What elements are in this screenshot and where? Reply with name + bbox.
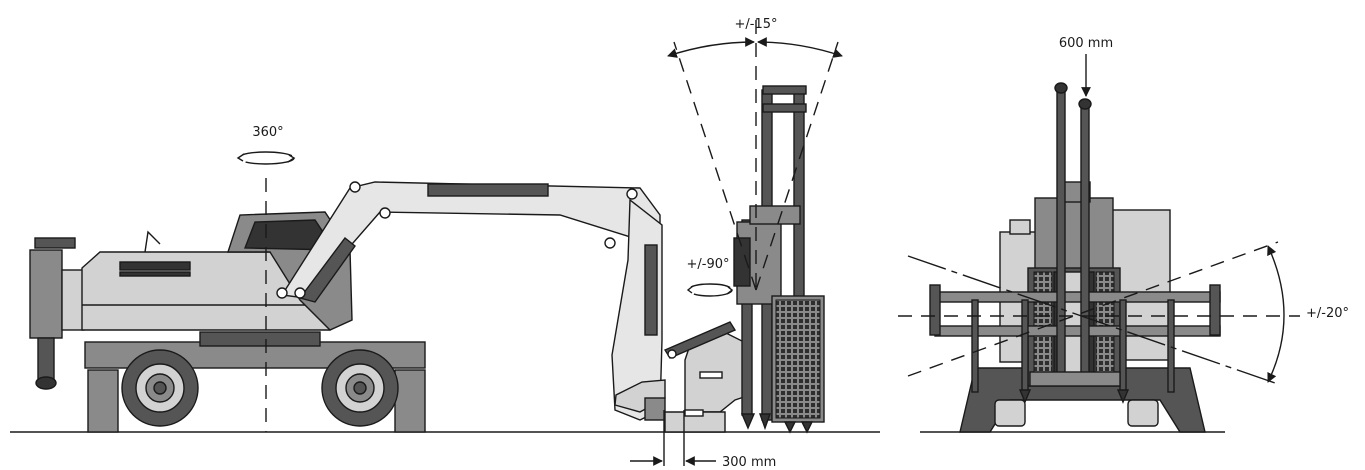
tilt-axis-right — [755, 41, 839, 291]
roll-angle-label: +/-20° — [1306, 306, 1349, 321]
rear-wheel — [121, 349, 199, 427]
roll-arc — [1267, 245, 1285, 383]
tilt-arc-left — [667, 37, 755, 58]
undercarriage — [84, 331, 426, 433]
mast-offset-label: 300 mm — [722, 455, 776, 470]
side-view: 360° +/-90° +/-15° 300 mm — [10, 17, 880, 470]
tilt-arc-right — [757, 37, 843, 58]
gripper-grid — [771, 295, 825, 434]
mast-spacing-label: 600 mm — [1059, 36, 1113, 51]
roll-axis-down — [907, 255, 1279, 385]
tilt-axis-left — [673, 41, 757, 291]
front-view: 600 mm +/-20° — [898, 36, 1349, 433]
mast-rotation-label: +/-90° — [686, 257, 729, 272]
stick-arm — [611, 198, 666, 421]
slew-rotation-arrow — [236, 151, 296, 165]
slew-angle-label: 360° — [252, 125, 283, 140]
mast-rotation-arrow — [686, 283, 734, 297]
tilt-angle-label: +/-15° — [734, 17, 777, 32]
drill-attachment — [663, 321, 751, 433]
roll-axis-up — [907, 241, 1279, 377]
front-wheel — [321, 349, 399, 427]
rear-stabilizer — [29, 237, 85, 390]
